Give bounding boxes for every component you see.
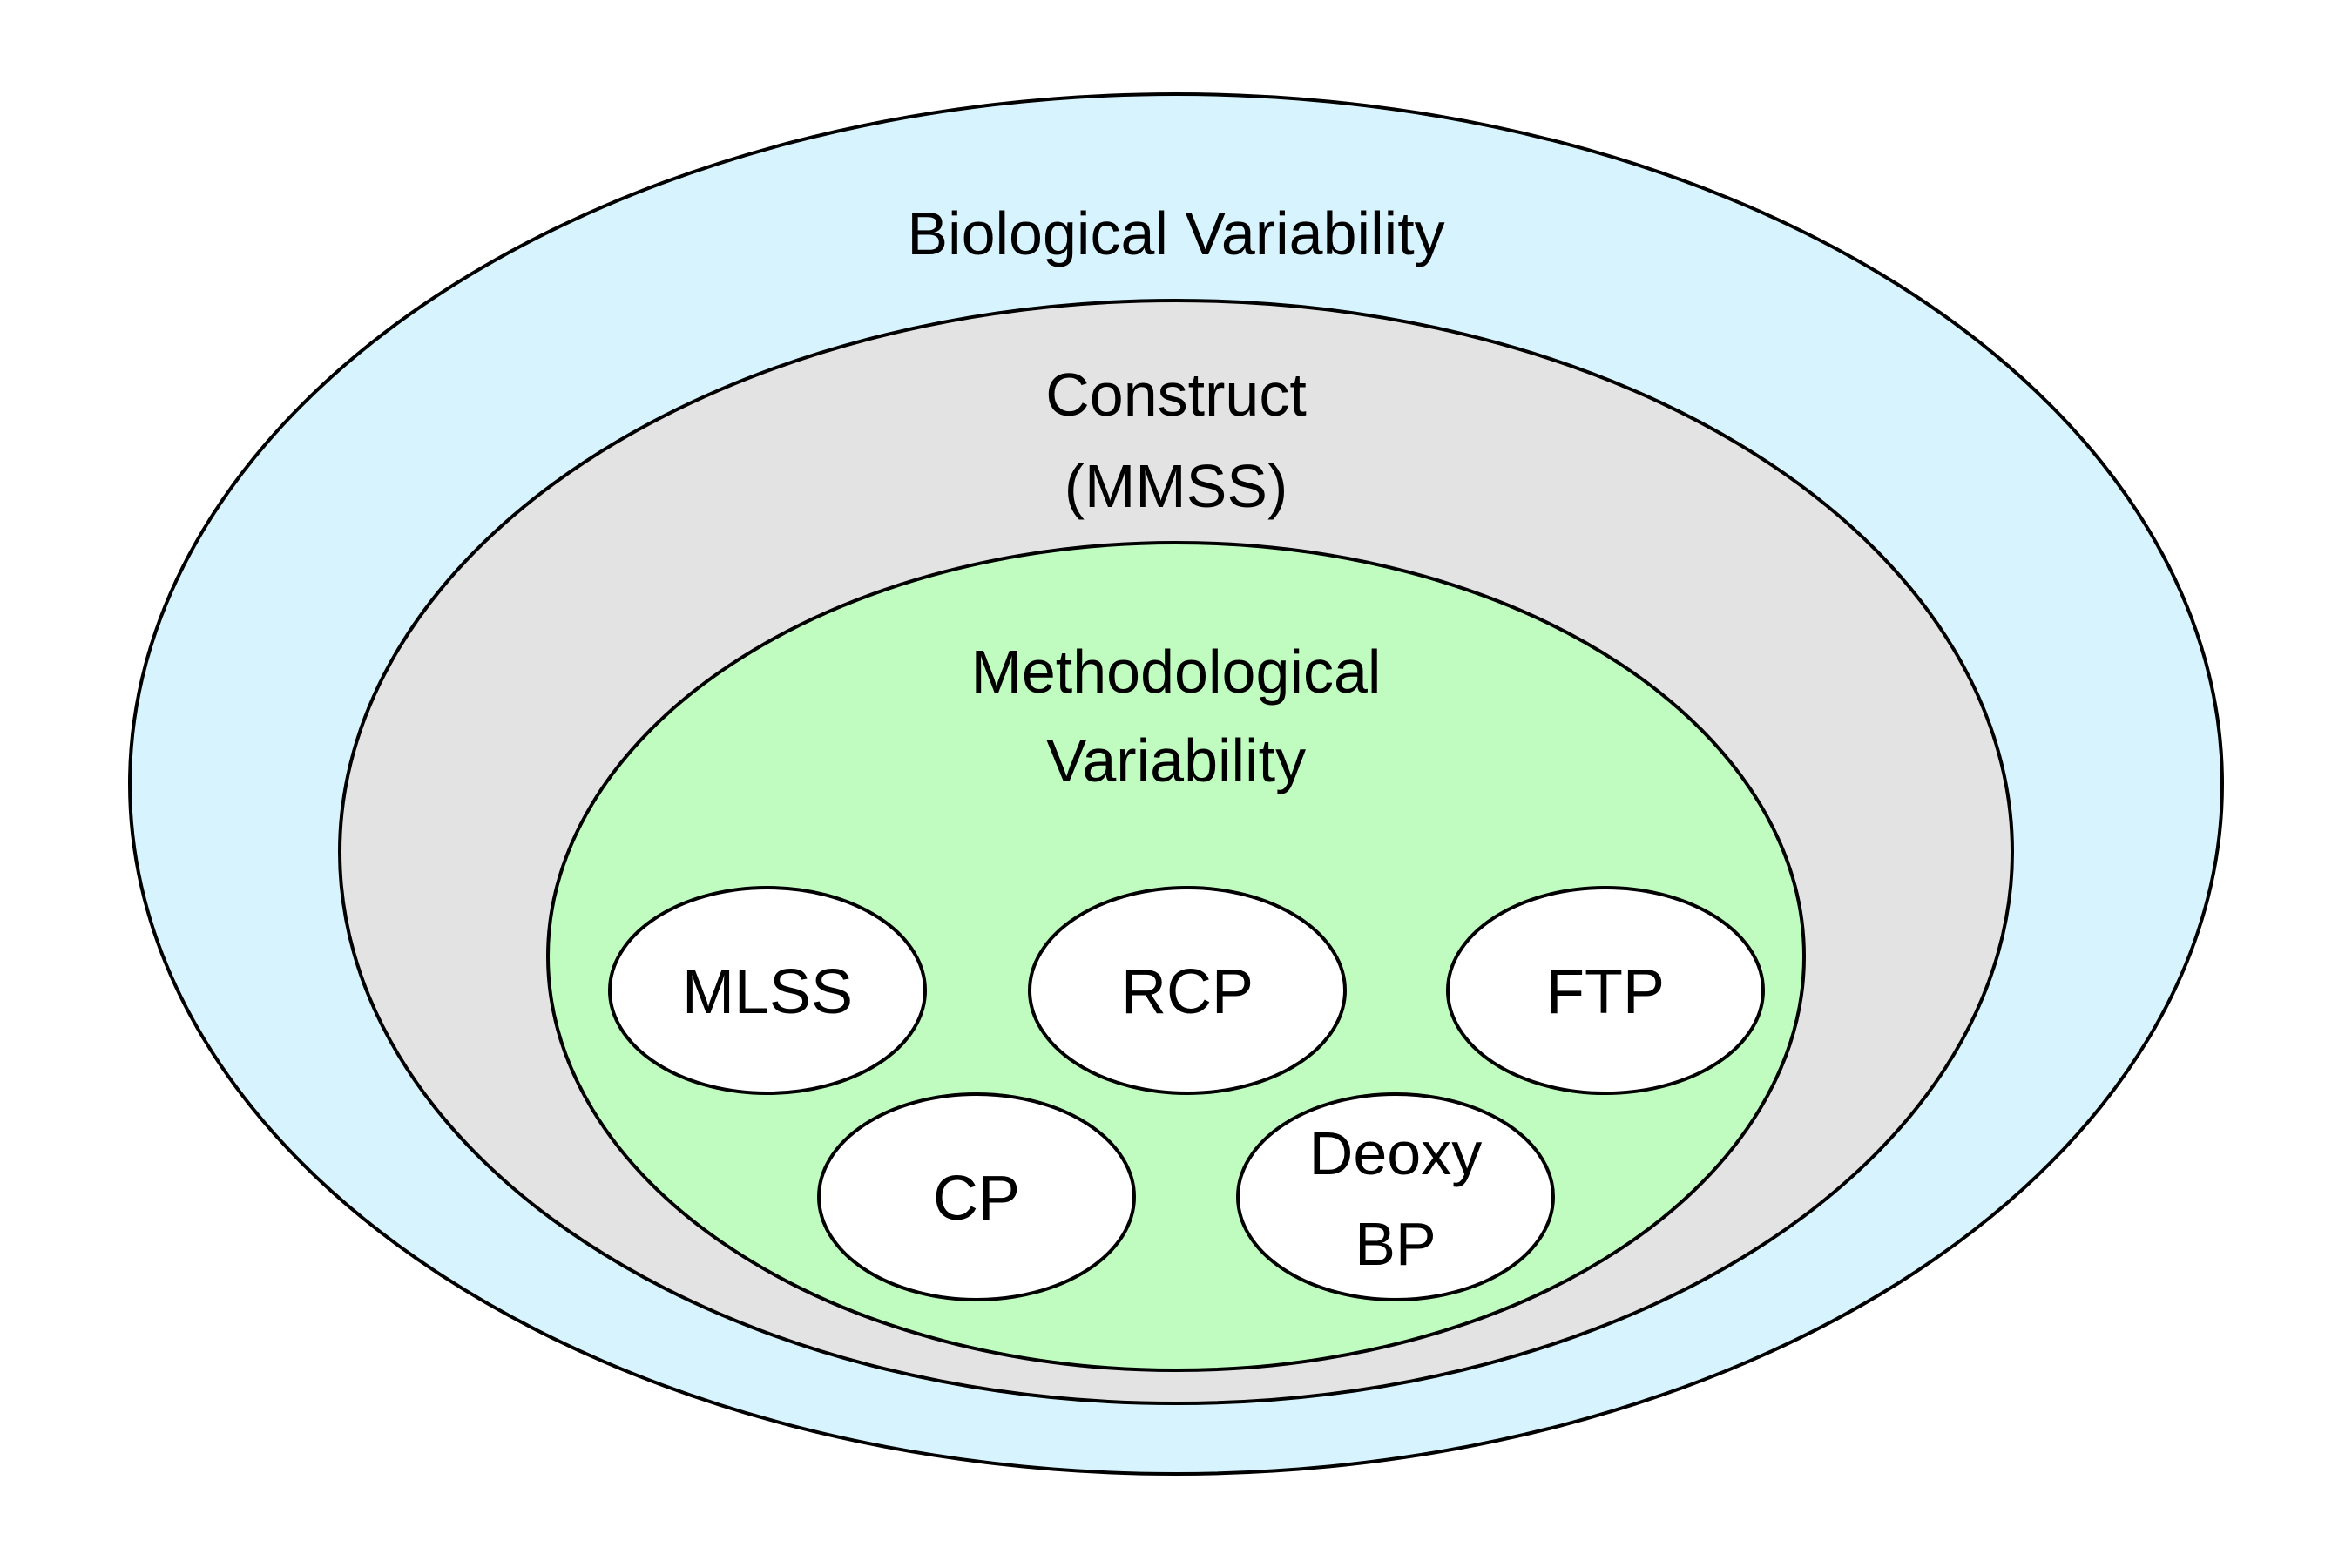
- node-deoxy-bp: Deoxy BP: [1236, 1092, 1555, 1301]
- mlss-label: MLSS: [682, 957, 853, 1027]
- ftp-ellipse: [1446, 886, 1765, 1095]
- deoxy-bp-label-line2: BP: [1355, 1210, 1436, 1278]
- node-mlss: MLSS: [608, 886, 927, 1095]
- node-cp: CP: [817, 1092, 1136, 1301]
- ftp-label: FTP: [1546, 957, 1665, 1027]
- cp-label: CP: [933, 1164, 1020, 1233]
- node-ftp: FTP: [1446, 886, 1765, 1095]
- mlss-ellipse: [608, 886, 927, 1095]
- biological-variability-label: Biological Variability: [907, 199, 1444, 267]
- rcp-ellipse: [1028, 886, 1347, 1095]
- construct-label-line1: Construct: [1045, 361, 1307, 429]
- cp-ellipse: [817, 1092, 1136, 1301]
- rcp-label: RCP: [1121, 957, 1254, 1027]
- deoxy-bp-ellipse: [1236, 1092, 1555, 1301]
- methodological-variability-label-line1: Methodological: [971, 638, 1382, 706]
- methodological-variability-label-line2: Variability: [1046, 727, 1306, 794]
- node-rcp: RCP: [1028, 886, 1347, 1095]
- construct-label-line2: (MMSS): [1064, 452, 1288, 520]
- deoxy-bp-label-line1: Deoxy: [1309, 1119, 1482, 1187]
